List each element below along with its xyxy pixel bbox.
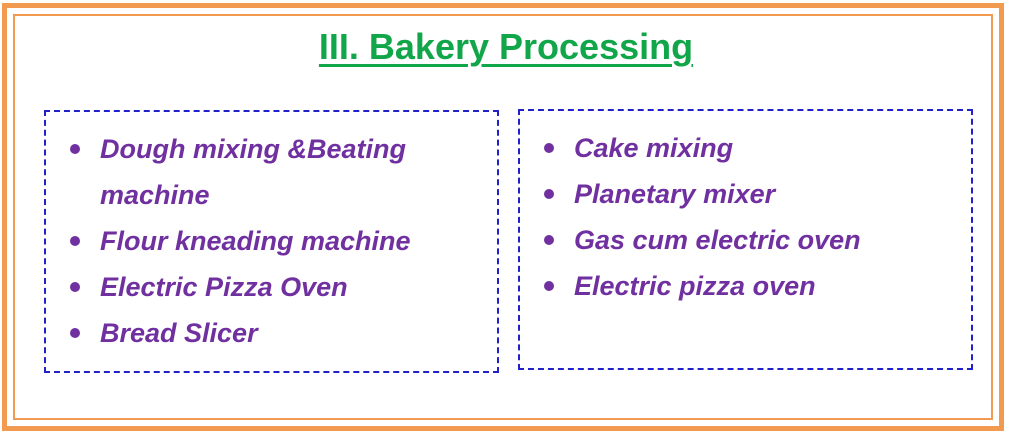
bullet-icon bbox=[544, 235, 554, 245]
bullet-icon bbox=[70, 144, 80, 154]
bullet-icon bbox=[544, 143, 554, 153]
list-item: Planetary mixer bbox=[542, 171, 934, 217]
list-item-label: Bread Slicer bbox=[100, 318, 258, 348]
list-item-label: Cake mixing bbox=[574, 133, 734, 163]
bullet-icon bbox=[544, 281, 554, 291]
bullet-icon bbox=[544, 189, 554, 199]
bullet-icon bbox=[70, 328, 80, 338]
inner-frame-border bbox=[13, 14, 993, 420]
page-title: III. Bakery Processing bbox=[318, 26, 694, 67]
list-item: Electric pizza oven bbox=[542, 263, 934, 309]
list-item: Electric Pizza Oven bbox=[68, 264, 460, 310]
list-item-label: Dough mixing &Beating machine bbox=[100, 134, 406, 210]
bullet-icon bbox=[70, 282, 80, 292]
left-equipment-box: Dough mixing &Beating machine Flour knea… bbox=[44, 110, 499, 373]
list-item-label: Electric Pizza Oven bbox=[100, 272, 348, 302]
list-item-label: Planetary mixer bbox=[574, 179, 776, 209]
right-equipment-list: Cake mixing Planetary mixer Gas cum elec… bbox=[520, 111, 971, 309]
list-item: Gas cum electric oven bbox=[542, 217, 934, 263]
list-item-label: Flour kneading machine bbox=[100, 226, 411, 256]
list-item: Flour kneading machine bbox=[68, 218, 460, 264]
list-item-label: Electric pizza oven bbox=[574, 271, 816, 301]
list-item: Bread Slicer bbox=[68, 310, 460, 356]
list-item-label: Gas cum electric oven bbox=[574, 225, 861, 255]
list-item: Dough mixing &Beating machine bbox=[68, 126, 460, 218]
bullet-icon bbox=[70, 236, 80, 246]
left-equipment-list: Dough mixing &Beating machine Flour knea… bbox=[46, 112, 497, 356]
right-equipment-box: Cake mixing Planetary mixer Gas cum elec… bbox=[518, 109, 973, 370]
list-item: Cake mixing bbox=[542, 125, 934, 171]
